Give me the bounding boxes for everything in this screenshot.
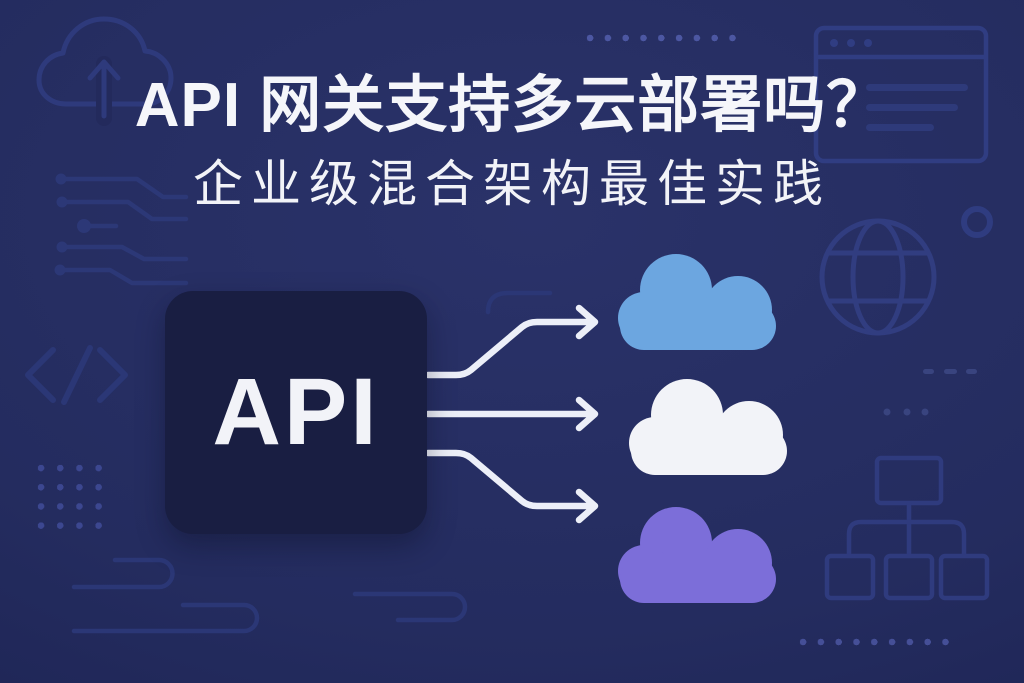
swoosh-lines — [71, 290, 553, 634]
cloud-top-icon — [618, 254, 776, 350]
cloud-bottom-icon — [618, 507, 776, 603]
page-subtitle: 企业级混合架构最佳实践 — [193, 156, 831, 212]
ring-icon — [961, 206, 993, 238]
browser-window-icon — [813, 25, 989, 164]
code-brackets-icon — [25, 345, 128, 405]
dot-grid — [33, 460, 110, 537]
flow-arrows — [424, 304, 599, 524]
flowchart-icon — [824, 455, 990, 601]
api-gateway-box: API — [165, 291, 427, 534]
arrow-to-cloud-bottom — [424, 449, 599, 524]
dash-row-right — [923, 369, 977, 374]
cloud-upload-icon — [36, 16, 174, 126]
cloud-middle-icon — [629, 379, 787, 475]
api-box-label: API — [212, 359, 380, 465]
globe-icon — [819, 218, 937, 336]
circuit-traces-icon — [54, 173, 189, 286]
dots-row-top — [582, 31, 744, 46]
dots-row-right — [883, 408, 929, 416]
arrow-to-cloud-middle — [424, 396, 599, 432]
dots-row-bottom — [795, 635, 957, 650]
arrow-to-cloud-top — [424, 304, 599, 379]
page-title: API 网关支持多云部署吗？ — [134, 71, 890, 140]
